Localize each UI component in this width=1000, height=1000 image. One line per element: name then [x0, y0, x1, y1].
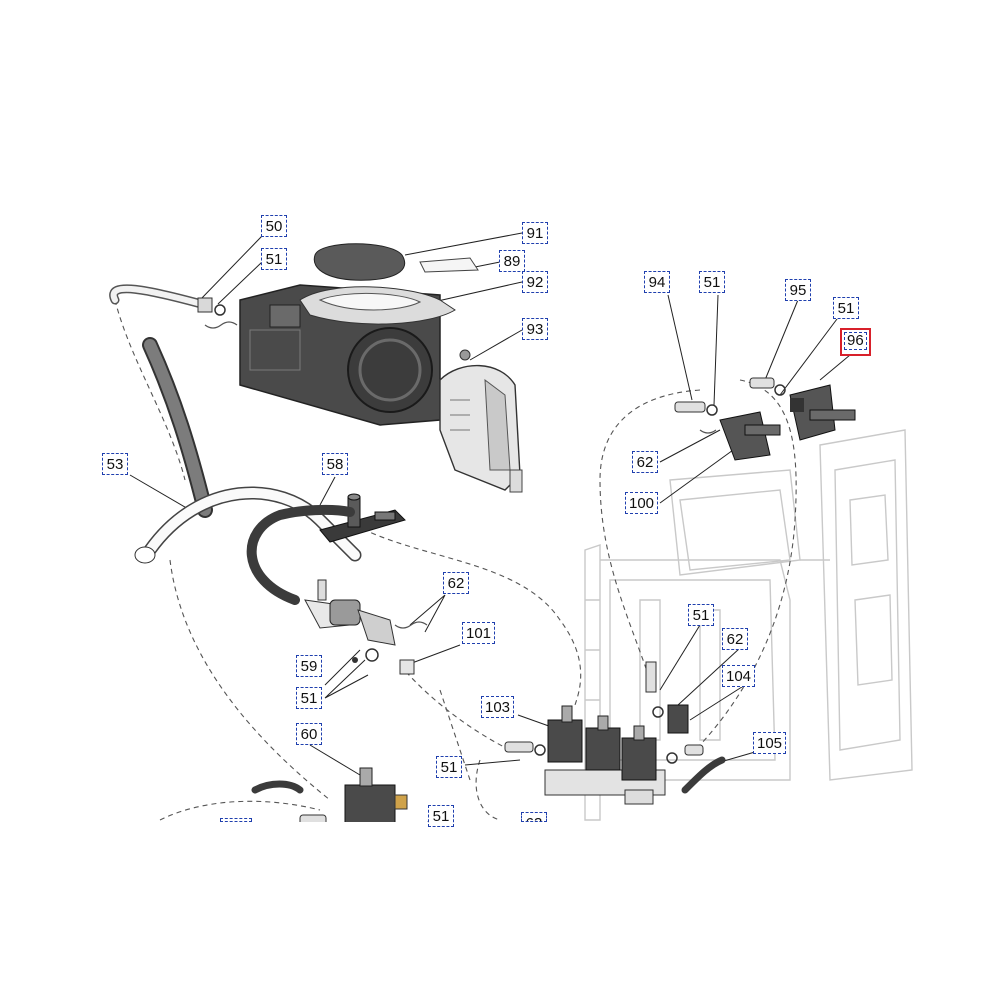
callout-63: 63 — [521, 812, 547, 822]
callout-51: 51 — [688, 604, 714, 626]
callout-100: 100 — [625, 492, 659, 514]
callout-96-label: 96 — [844, 332, 867, 350]
heater-cover — [439, 349, 523, 493]
callout-51: 51 — [833, 297, 859, 319]
callout-103: 103 — [481, 696, 515, 718]
callout-50: 50 — [261, 215, 287, 237]
callout-92: 92 — [522, 271, 548, 293]
callout-101: 101 — [462, 622, 496, 644]
callout-91: 91 — [522, 222, 548, 244]
callout-96-highlighted: 96 — [840, 328, 871, 356]
callout-51: 51 — [436, 756, 462, 778]
callout-partial — [220, 818, 252, 822]
callout-104: 104 — [722, 665, 756, 687]
callout-62: 62 — [443, 572, 469, 594]
callout-51: 51 — [261, 248, 287, 270]
callout-58: 58 — [322, 453, 348, 475]
callout-62: 62 — [632, 451, 658, 473]
callout-51: 51 — [699, 271, 725, 293]
callout-51: 51 — [428, 805, 454, 827]
callout-94: 94 — [644, 271, 670, 293]
callout-93: 93 — [522, 318, 548, 340]
callout-60: 60 — [296, 723, 322, 745]
callout-53: 53 — [102, 453, 128, 475]
callout-59: 59 — [296, 655, 322, 677]
bracket-58 — [319, 493, 406, 543]
callout-89: 89 — [499, 250, 525, 272]
valve-parts-right — [674, 377, 856, 461]
callout-105: 105 — [753, 732, 787, 754]
valve-fitting-59 — [246, 504, 428, 675]
solenoid-60 — [251, 767, 408, 826]
fitting-104-105 — [645, 661, 726, 794]
heater-block — [239, 243, 479, 426]
callout-51: 51 — [296, 687, 322, 709]
machine-frame — [584, 429, 913, 821]
callout-62: 62 — [722, 628, 748, 650]
leader-lines — [129, 232, 851, 831]
routing-dashed-lines — [114, 299, 797, 821]
solenoid-block-103 — [504, 705, 666, 805]
callout-95: 95 — [785, 279, 811, 301]
hose-assembly — [109, 284, 362, 564]
